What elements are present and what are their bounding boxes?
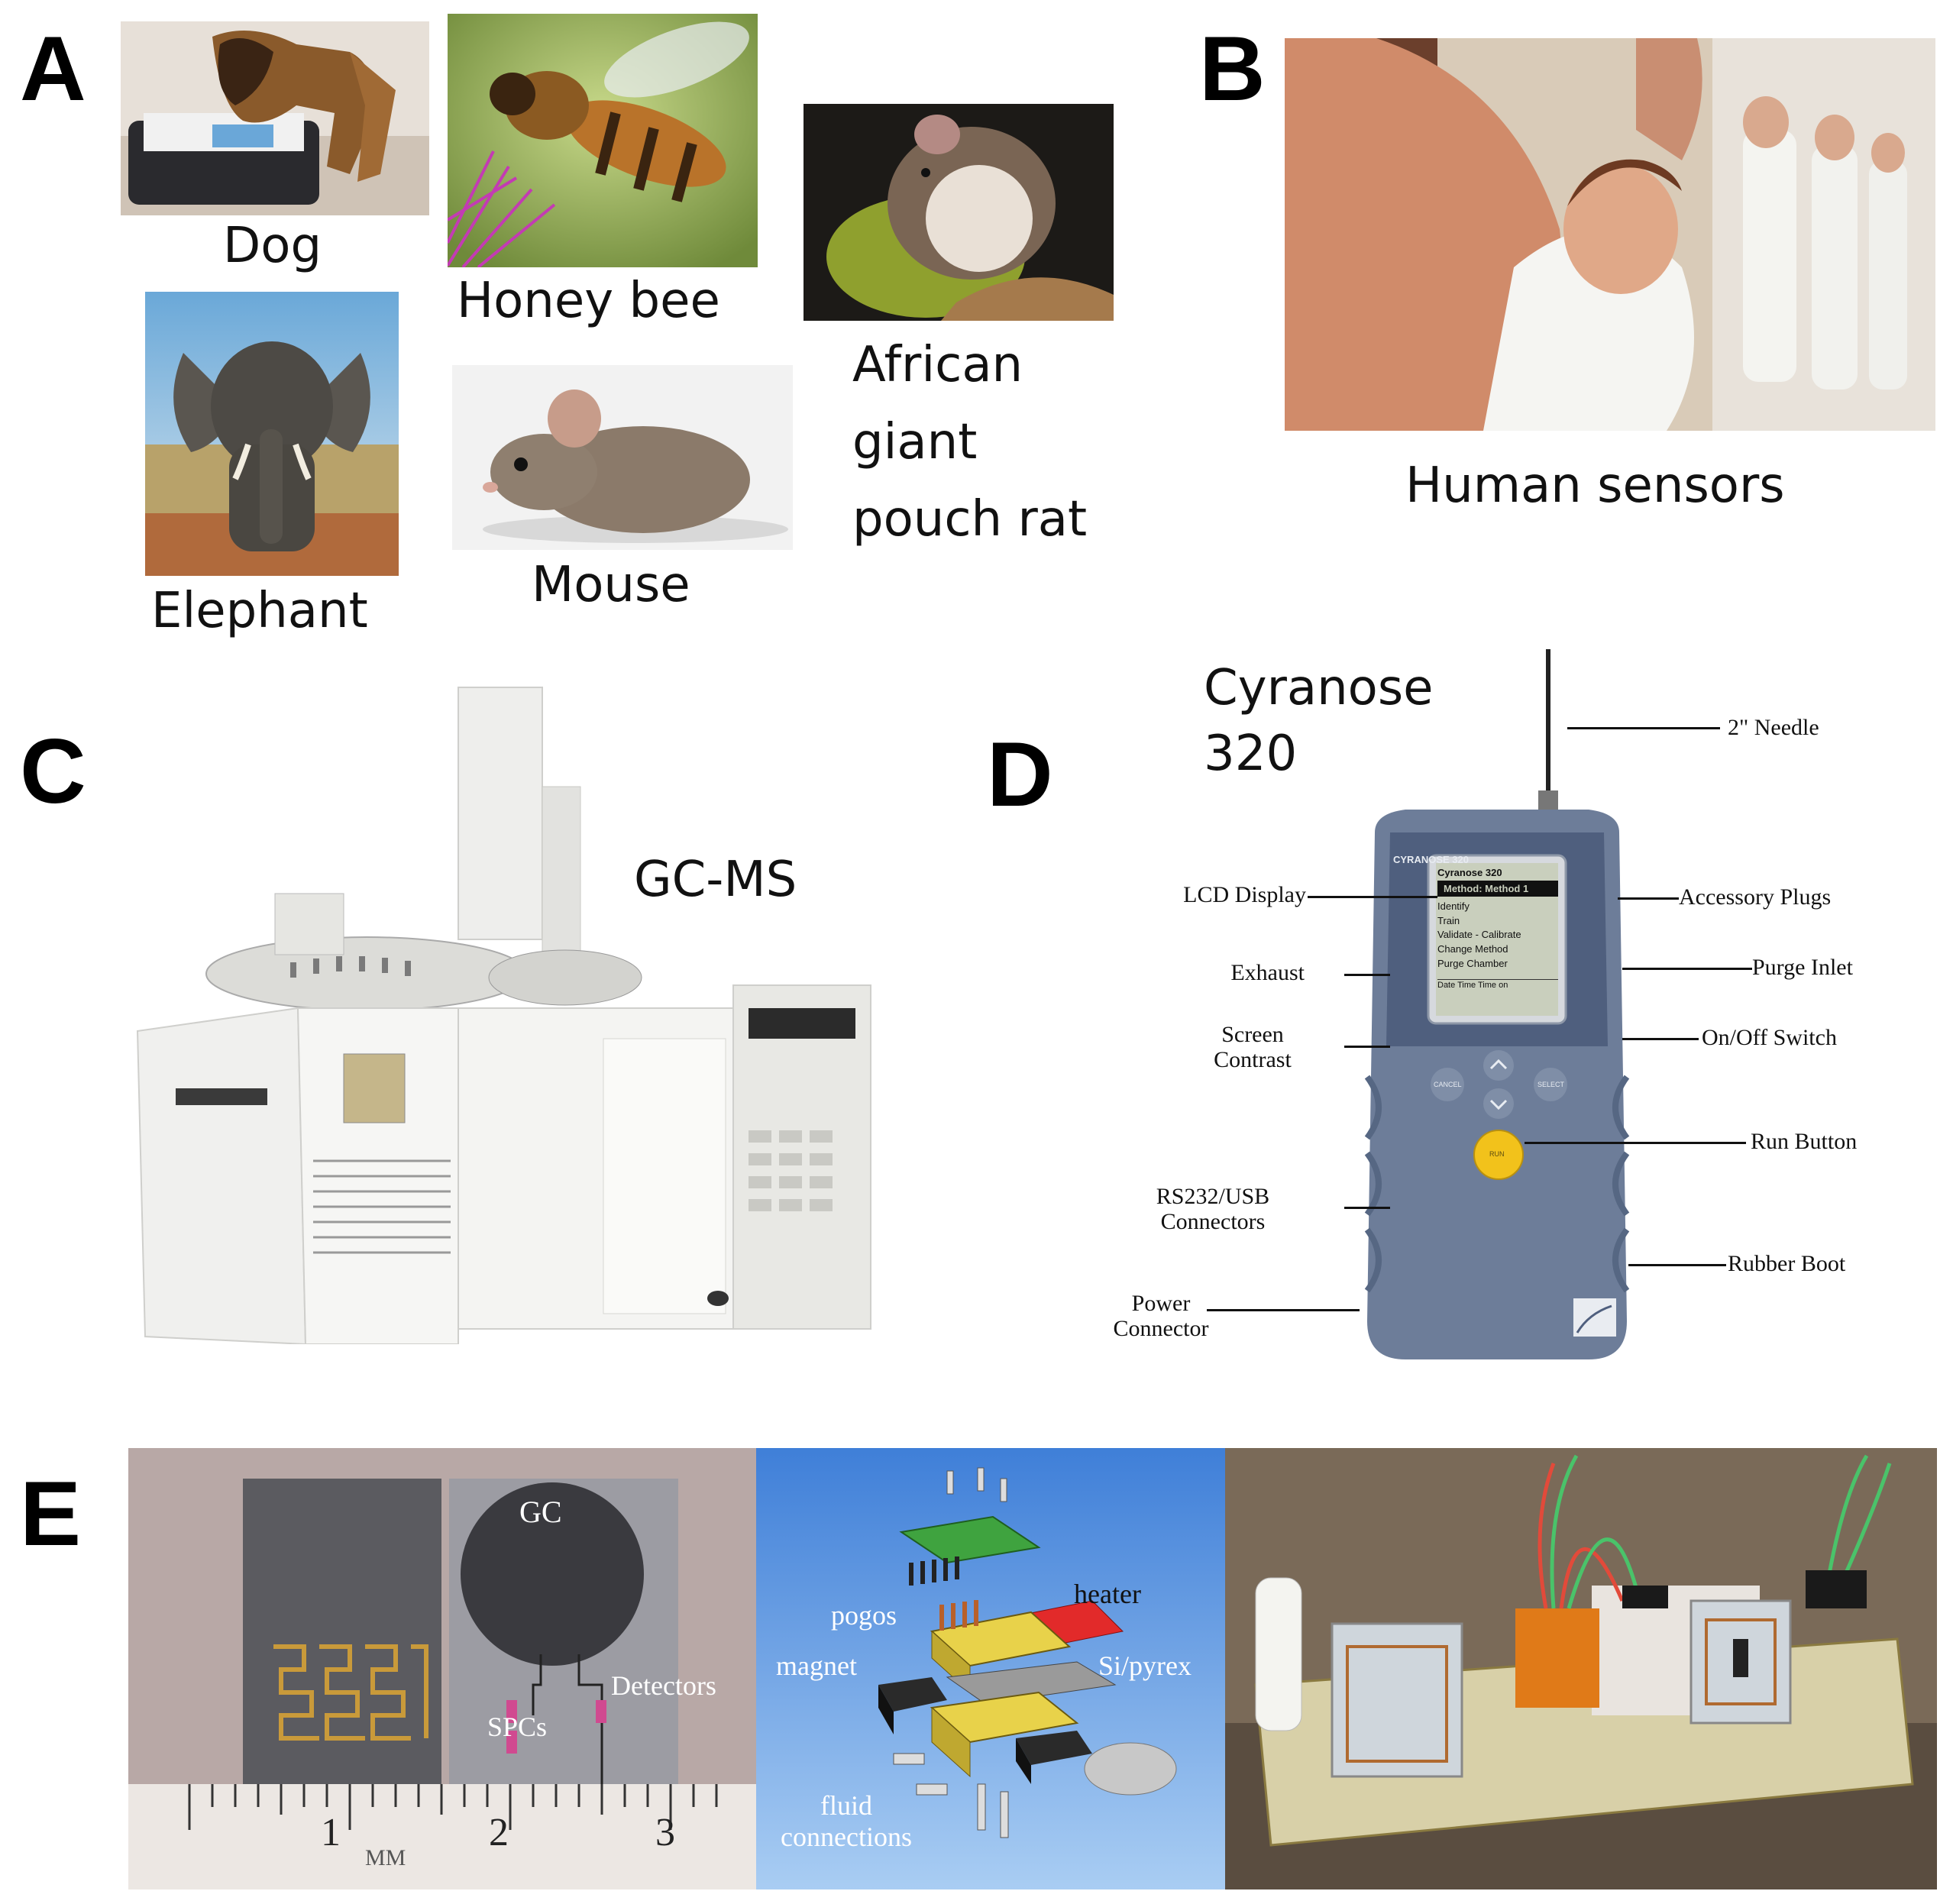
- callout-power-connector: Power Connector: [1113, 1291, 1209, 1341]
- panel-letter-e: E: [20, 1463, 82, 1565]
- human-sensors-image: [1285, 38, 1935, 431]
- sensor-board-image: [1225, 1448, 1937, 1889]
- callout-screen-contrast: Screen Contrast: [1214, 1022, 1292, 1072]
- ruler-mark-3: 3: [655, 1811, 675, 1854]
- leader-needle: [1567, 727, 1720, 729]
- lcd-item: Purge Chamber: [1437, 958, 1508, 970]
- caption-dog: Dog: [223, 218, 322, 274]
- ruler-mark-2: 2: [489, 1811, 509, 1854]
- label-detectors: Detectors: [611, 1670, 716, 1701]
- pouch-rat-image: [804, 104, 1114, 321]
- caption-elephant: Elephant: [151, 583, 368, 639]
- run-button-label: RUN: [1489, 1150, 1505, 1158]
- lcd-item: Validate - Calibrate: [1437, 929, 1521, 941]
- mouse-image: [452, 365, 793, 550]
- mouse-photo: [452, 365, 793, 550]
- label-magnet: magnet: [776, 1650, 857, 1681]
- caption-human-sensors: Human sensors: [1405, 457, 1785, 514]
- callout-rubber-boot: Rubber Boot: [1728, 1251, 1846, 1276]
- dog-image: [121, 21, 429, 215]
- callout-purge-inlet: Purge Inlet: [1752, 955, 1853, 980]
- human-sensors-photo: [1285, 38, 1935, 431]
- micro-gc-chip-photo: [128, 1448, 756, 1889]
- dog-photo: [121, 21, 429, 215]
- leader-screen-contrast: [1344, 1046, 1390, 1048]
- panel-letter-c: C: [20, 720, 86, 823]
- callout-on-off-switch: On/Off Switch: [1702, 1025, 1837, 1050]
- callout-run-button: Run Button: [1751, 1129, 1858, 1154]
- panel-letter-d: D: [987, 723, 1053, 826]
- callout-needle: 2" Needle: [1728, 715, 1819, 740]
- micro-gc-chip-image: [128, 1448, 756, 1889]
- gc-ms-image: [130, 672, 886, 1344]
- lcd-item: Train: [1437, 914, 1460, 926]
- lcd-item: Change Method: [1437, 943, 1508, 955]
- leader-accessory-plugs: [1618, 897, 1679, 900]
- callout-rs232: RS232/USB Connectors: [1156, 1184, 1270, 1234]
- leader-rs232: [1344, 1207, 1390, 1209]
- leader-on-off: [1622, 1038, 1699, 1040]
- exploded-assembly-diagram: [756, 1448, 1225, 1889]
- lcd-display: Cyranose 320 Method: Method 1 Identify T…: [1437, 866, 1558, 1016]
- label-gc: GC: [519, 1495, 562, 1529]
- lcd-title: Cyranose 320: [1437, 866, 1558, 882]
- leader-power-connector: [1207, 1309, 1360, 1311]
- ruler-unit: MM: [365, 1845, 406, 1870]
- caption-gc-ms: GC-MS: [634, 852, 797, 908]
- callout-accessory-plugs: Accessory Plugs: [1679, 884, 1832, 910]
- caption-honey-bee: Honey bee: [457, 273, 720, 329]
- label-spcs: SPCs: [487, 1712, 548, 1742]
- honey-bee-image: [448, 14, 758, 267]
- label-heater: heater: [1074, 1579, 1141, 1609]
- panel-letter-b: B: [1199, 18, 1266, 120]
- panel-letter-a: A: [20, 18, 86, 120]
- elephant-image: [145, 292, 399, 576]
- caption-mouse: Mouse: [532, 557, 690, 613]
- label-si-pyrex: Si/pyrex: [1098, 1650, 1192, 1681]
- leader-run-button: [1525, 1142, 1746, 1144]
- exploded-assembly-image: [756, 1448, 1225, 1889]
- pouch-rat-photo: [804, 104, 1114, 321]
- leader-exhaust: [1344, 974, 1390, 976]
- gc-ms-photo: [130, 672, 886, 1344]
- caption-pouch-rat: African giant pouch rat: [852, 337, 1088, 548]
- sensor-board-photo: [1225, 1448, 1937, 1889]
- caption-cyranose: Cyranose 320: [1204, 660, 1434, 783]
- callout-exhaust: Exhaust: [1230, 960, 1305, 985]
- device-brand: CYRANOSE 320: [1393, 854, 1469, 865]
- label-fluid-connections: fluid connections: [781, 1790, 912, 1853]
- lcd-footer: Date Time Time on: [1437, 978, 1558, 992]
- lcd-item: Identify: [1437, 900, 1470, 912]
- select-button-label: SELECT: [1538, 1081, 1565, 1088]
- elephant-photo: [145, 292, 399, 576]
- ruler-mark-1: 1: [321, 1811, 341, 1854]
- label-pogos: pogos: [831, 1600, 897, 1631]
- callout-lcd-display: LCD Display: [1183, 882, 1306, 907]
- leader-rubber-boot: [1628, 1264, 1726, 1266]
- leader-lcd-display: [1308, 896, 1437, 898]
- honey-bee-photo: [448, 14, 758, 267]
- lcd-method: Method: Method 1: [1437, 881, 1558, 897]
- cancel-button-label: CANCEL: [1434, 1081, 1462, 1088]
- leader-purge-inlet: [1622, 968, 1752, 970]
